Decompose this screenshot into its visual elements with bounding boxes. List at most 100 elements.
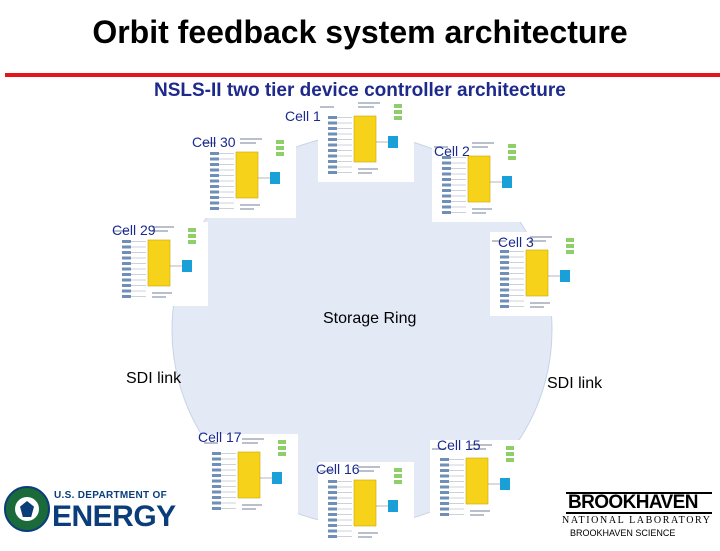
cell-input-port	[500, 255, 509, 259]
cell-status-box	[278, 446, 286, 450]
cell-text-stub	[358, 536, 372, 538]
cell-input-port	[212, 463, 221, 466]
cell-input-port	[212, 490, 221, 494]
cell-text-stub	[472, 146, 488, 148]
cell-input-port	[500, 294, 509, 297]
cell-input-port	[440, 491, 449, 494]
cell-status-box	[506, 452, 514, 456]
cell-text-stub	[242, 508, 256, 510]
cell-text-stub	[358, 466, 380, 468]
cell-input-port	[328, 524, 337, 527]
cell-text-stub	[530, 240, 546, 242]
cell-controller-box	[237, 451, 261, 499]
cell-input-port	[442, 156, 451, 159]
cell-input-port	[328, 116, 337, 119]
cell-input-port	[328, 502, 337, 505]
cell-text-stub	[358, 470, 374, 472]
cell-input-port	[328, 138, 337, 141]
cell-input-port	[122, 267, 131, 271]
cell-input-port	[500, 305, 509, 308]
cell-label-1: Cell 1	[285, 108, 321, 124]
cell-input-port	[328, 507, 337, 511]
cell-input-port	[500, 277, 509, 281]
cell-input-port	[328, 496, 337, 500]
cell-text-stub	[470, 514, 484, 516]
cell-input-port	[122, 262, 131, 265]
doe-logo-line1: U.S. DEPARTMENT OF	[54, 490, 167, 501]
cell-text-stub	[114, 230, 128, 232]
cell-input-port	[212, 474, 221, 477]
cell-status-box	[394, 110, 402, 114]
cell-input-port	[212, 452, 221, 455]
cell-schematic	[114, 226, 196, 298]
cell-block-30	[200, 134, 296, 218]
cell-input-port	[212, 479, 221, 483]
cell-input-port	[210, 174, 219, 177]
cell-status-box	[394, 116, 402, 120]
cell-status-box	[508, 150, 516, 154]
cell-status-box	[506, 446, 514, 450]
cell-text-stub	[152, 230, 168, 232]
cell-text-stub	[530, 306, 544, 308]
bnl-logo-lab: NATIONAL LABORATORY	[562, 515, 712, 526]
cell-text-stub	[358, 102, 380, 104]
cell-text-stub	[358, 106, 374, 108]
cell-input-port	[328, 149, 337, 152]
cell-input-port	[442, 189, 451, 192]
cell-text-stub	[434, 146, 448, 148]
doe-seal-icon	[4, 486, 50, 532]
cell-text-stub	[530, 302, 550, 304]
cell-input-port	[440, 502, 449, 505]
cell-status-box	[508, 156, 516, 160]
cell-controller-box	[353, 479, 377, 527]
cell-status-box	[278, 440, 286, 444]
cell-text-stub	[240, 204, 260, 206]
cell-text-stub	[530, 236, 552, 238]
cell-input-port	[500, 250, 509, 253]
title-underline	[5, 73, 720, 77]
cell-input-port	[212, 468, 221, 472]
cell-text-stub	[242, 438, 264, 440]
cell-text-stub	[152, 226, 174, 228]
cell-input-port	[442, 172, 451, 176]
cell-status-box	[188, 240, 196, 244]
cell-input-port	[210, 207, 219, 210]
cell-status-box	[394, 104, 402, 108]
cell-text-stub	[472, 208, 492, 210]
cell-input-port	[442, 183, 451, 187]
cell-input-port	[212, 457, 221, 461]
cell-input-port	[210, 157, 219, 161]
bnl-logo-name: BROOKHAVEN	[568, 492, 698, 513]
cell-input-port	[500, 266, 509, 270]
cell-schematic	[492, 236, 574, 308]
cell-input-port	[440, 507, 449, 511]
cell-status-box	[188, 234, 196, 238]
cell-status-box	[566, 238, 574, 242]
cell-input-port	[328, 480, 337, 483]
cell-input-port	[328, 127, 337, 130]
cell-input-port	[328, 165, 337, 169]
cell-text-stub	[358, 532, 378, 534]
cell-input-port	[212, 507, 221, 510]
cell-input-port	[442, 194, 451, 198]
cell-input-port	[212, 485, 221, 488]
cell-status-box	[394, 468, 402, 472]
cell-input-port	[442, 205, 451, 209]
cell-link-box	[388, 136, 398, 148]
cell-input-port	[500, 261, 509, 264]
cell-input-port	[122, 240, 131, 243]
cell-text-stub	[242, 504, 262, 506]
cell-controller-box	[147, 239, 171, 287]
cell-input-port	[210, 168, 219, 172]
cell-status-box	[506, 458, 514, 462]
cell-status-box	[278, 452, 286, 456]
cell-input-port	[442, 167, 451, 170]
cell-input-port	[328, 513, 337, 516]
cell-schematic	[432, 444, 514, 516]
cell-status-box	[188, 228, 196, 232]
cell-input-port	[210, 201, 219, 205]
cell-block-2	[432, 138, 528, 222]
cell-label-16: Cell 16	[316, 461, 360, 477]
cell-schematic	[320, 466, 402, 538]
cell-text-stub	[240, 208, 254, 210]
